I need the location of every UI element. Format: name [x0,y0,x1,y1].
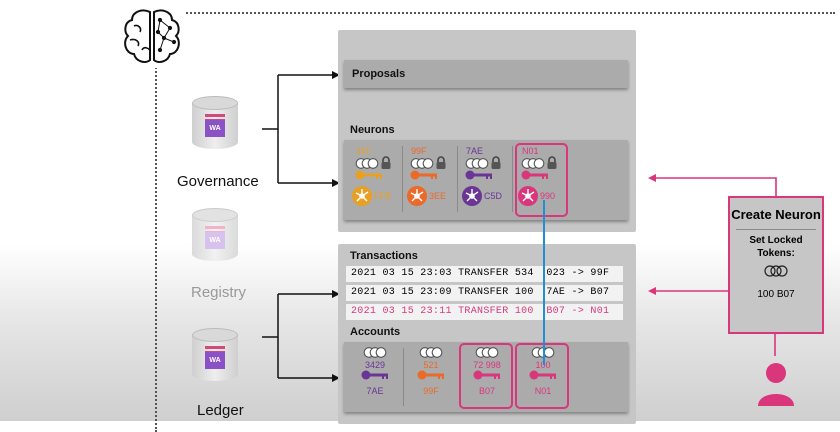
key-icon [406,370,456,382]
controller-id: FFB [374,191,391,201]
account-amount: 100 [535,360,551,370]
proposals-title: Proposals [352,68,406,80]
neuron-separator [402,146,403,212]
key-icon [350,170,400,184]
neuron-card: N01 990 [516,146,566,206]
create-neuron-card[interactable]: Create Neuron Set Locked Tokens: 100 B07 [728,196,824,334]
key-icon [462,370,512,382]
card-to-transactions-arrow [648,287,728,295]
account-card: 521 99F [406,346,456,396]
controller: FFB [350,186,400,206]
neuron-separator [457,146,458,212]
controller-id: 3EE [429,191,447,201]
account-owner: B07 [478,386,495,396]
transaction-row: 2021 03 15 23:11 TRANSFER 100 B07 -> N01 [346,304,623,320]
ledger-arrows [262,290,340,382]
tokens-lock-icon [350,156,400,170]
brain-icon [120,6,184,68]
controller-id: 990 [540,191,556,201]
accounts-title: Accounts [350,326,401,338]
user-icon [758,363,794,406]
key-icon [405,170,455,184]
registry-label: Registry [191,284,247,301]
new-neuron-highlight [515,143,568,217]
neuron-id: 99F [411,146,427,156]
key-icon [350,370,400,382]
tokens-lock-icon [460,156,510,170]
key-icon [518,370,568,382]
controller: C5D [460,186,510,206]
tokens-icon [350,346,400,360]
highlighted-account [515,343,569,409]
wasm-tag: WA [205,120,225,137]
neuron-card: 99F 3EE [405,146,455,206]
neuron-id: 31F [356,146,372,156]
card-subtitle: Set Locked Tokens: [749,235,803,259]
account-owner: 7AE [366,386,384,396]
governance-arrows [262,71,340,187]
tokens-lock-icon [516,156,566,170]
account-card: 3429 7AE [350,346,400,396]
controller: 990 [516,186,566,206]
account-separator [403,348,404,406]
neurons-bar [344,140,628,220]
neuron-separator [512,146,513,212]
user-to-card-line [774,334,776,356]
controller: 3EE [405,186,455,206]
card-title: Create Neuron [731,207,821,222]
account-amount: 521 [423,360,439,370]
neuron-card: 31F FFB [350,146,400,206]
ledger-canister-icon: WA [192,328,238,388]
neuron-id: 7AE [466,146,484,156]
account-amount: 3429 [364,360,386,370]
controller-id: C5D [484,191,503,201]
account-owner: 99F [423,386,439,396]
card-divider [736,229,816,230]
proposals-bar [344,60,628,88]
neuron-id: N01 [522,146,539,156]
highlighted-account [459,343,513,409]
transactions-title: Transactions [350,250,418,262]
governance-canister-icon: WA [192,96,238,156]
transaction-row: 2021 03 15 23:03 TRANSFER 534 023 -> 99F [346,266,623,282]
wasm-tag: WA [205,232,225,249]
tokens-icon [406,346,456,360]
neuron-account-link [543,200,545,365]
neuron-card: 7AE C5D [460,146,510,206]
wasm-tag: WA [205,352,225,369]
key-icon [516,170,566,184]
card-to-neurons-arrow [648,174,777,200]
account-amount: 72 998 [473,360,501,370]
key-icon [460,170,510,184]
tokens-lock-icon [405,156,455,170]
card-value: 100 B07 [757,289,795,300]
registry-canister-icon: WA [192,208,238,268]
transaction-row: 2021 03 15 23:09 TRANSFER 100 7AE -> B07 [346,285,623,301]
system-boundary [155,12,835,432]
governance-label: Governance [177,173,259,190]
tokens-icon [462,346,512,360]
account-owner: N01 [534,386,552,396]
token-stack-icon [764,265,788,277]
neurons-title: Neurons [350,124,395,136]
ledger-label: Ledger [197,402,244,419]
